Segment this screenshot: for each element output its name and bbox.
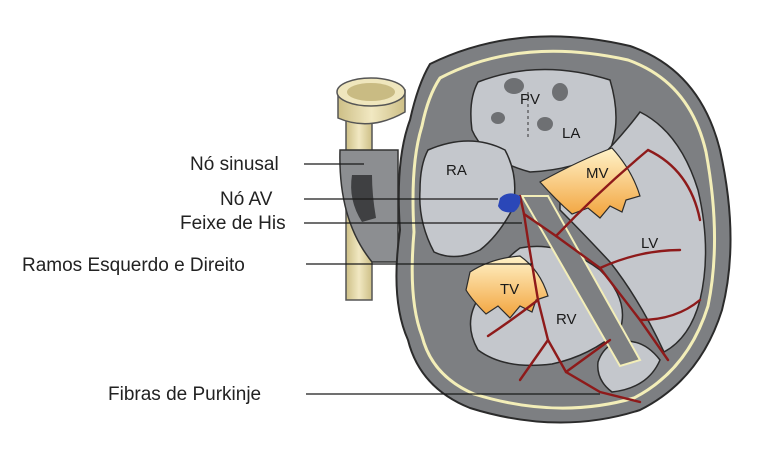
label-mv: MV bbox=[586, 165, 609, 182]
label-tv: TV bbox=[500, 281, 519, 298]
label-lv: LV bbox=[641, 235, 658, 252]
leader-lines bbox=[304, 163, 600, 395]
av-node bbox=[498, 193, 521, 213]
tricuspid-valve bbox=[465, 255, 549, 319]
label-rv: RV bbox=[556, 311, 577, 328]
conduction-system bbox=[486, 148, 702, 404]
label-purkinje: Fibras de Purkinje bbox=[108, 384, 261, 405]
mitral-valve bbox=[539, 147, 641, 219]
label-pv: PV bbox=[520, 91, 540, 108]
label-la: LA bbox=[562, 125, 580, 142]
label-bundle-branches: Ramos Esquerdo e Direito bbox=[22, 255, 245, 276]
label-av-node: Nó AV bbox=[220, 189, 273, 210]
label-sinus-node: Nó sinusal bbox=[190, 154, 279, 175]
label-his-bundle: Feixe de His bbox=[180, 213, 286, 234]
septum bbox=[520, 195, 642, 368]
label-ra: RA bbox=[446, 162, 467, 179]
